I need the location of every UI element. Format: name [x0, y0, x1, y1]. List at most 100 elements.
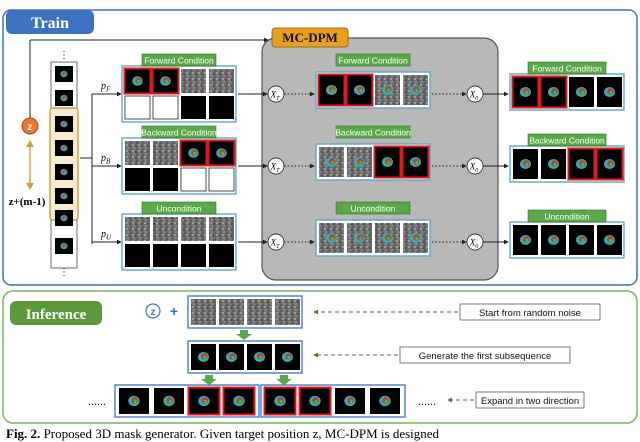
output-frame-3-3	[569, 225, 594, 255]
mask-inner	[203, 355, 207, 360]
node-label: X0	[469, 162, 479, 175]
caption-text: Proposed 3D mask generator. Given target…	[43, 426, 440, 441]
inf-noise-frame-3	[247, 299, 272, 325]
input-label-1: Forward Condition	[144, 56, 214, 66]
output-frame-1-2	[539, 75, 568, 109]
mask-inner	[63, 123, 66, 126]
output-frame-2-3	[567, 147, 596, 181]
inf-step-label-2: Generate the first subsequence	[419, 351, 552, 362]
mask-inner	[553, 238, 557, 243]
range-arrow-head-down	[26, 183, 34, 190]
inf-noise-frame-1	[191, 299, 216, 325]
output-label-3-bg	[527, 209, 607, 223]
strip-slice-4	[55, 140, 73, 156]
mask-inner	[331, 236, 335, 241]
range-arrow-head-up	[26, 140, 34, 147]
input-frame-3-3	[181, 217, 206, 241]
zm-label: z+(m-1)	[9, 196, 46, 208]
mcdpm-header	[271, 27, 349, 48]
strip-slice-6	[55, 188, 73, 204]
inf-plus: +	[170, 303, 178, 319]
inf-z-label: z	[151, 307, 156, 318]
train-title: Train	[31, 15, 69, 32]
mask-inner	[581, 238, 585, 243]
mask-inner	[525, 162, 529, 167]
mask-inner	[63, 171, 66, 174]
mask-inner	[609, 90, 613, 95]
input-mask-3-4	[209, 244, 234, 267]
output-frame-1-3	[569, 77, 594, 107]
mask-inner	[609, 238, 613, 243]
inf-step-label-3: Expand in two direction	[481, 396, 579, 407]
inf-step-box-1	[459, 303, 601, 321]
mask-inner	[63, 73, 66, 76]
strip-slice-8	[55, 238, 73, 254]
inf-down-arrow-3	[276, 375, 292, 385]
mask-inner	[287, 355, 291, 360]
mask-inner	[63, 217, 66, 220]
mask-inner	[133, 399, 137, 404]
mid-frame-2-3	[373, 145, 402, 179]
mask-inner	[193, 151, 197, 156]
mid-frame-1-4	[403, 75, 428, 105]
input-mask-2-1	[125, 168, 150, 191]
mask-inner	[331, 88, 335, 93]
input-mask-2-2	[153, 168, 178, 191]
mask-inner	[359, 88, 363, 93]
mask-inner	[581, 162, 585, 167]
input-mask-1-4	[209, 96, 234, 119]
inference-title: Inference	[26, 307, 87, 323]
mask-inner	[259, 355, 263, 360]
strip-slice-1	[55, 66, 73, 82]
mid-label-1: Forward Condition	[338, 56, 408, 66]
input-label-1-bg	[141, 53, 217, 67]
inf-expand-right-frame-1	[263, 386, 297, 416]
inf-expand-right-frame-3	[335, 388, 365, 414]
output-label-1-bg	[527, 61, 607, 75]
mask-inner	[359, 236, 363, 241]
output-frame-2-2	[541, 149, 566, 179]
inf-expand-left-frame-3	[187, 386, 221, 416]
mid-label-2: Backward Condition	[335, 128, 411, 138]
inf-first-frame-3	[247, 344, 272, 370]
mask-inner	[349, 399, 353, 404]
input-label-3-bg	[141, 201, 217, 215]
output-frame-3-4	[597, 225, 622, 255]
mask-inner	[387, 88, 391, 93]
input-frame-1-2	[151, 67, 180, 95]
strip-slice-2	[55, 90, 73, 106]
output-frame-2-1	[513, 149, 538, 179]
input-label-2: Backward Condition	[141, 128, 217, 138]
inference-panel	[2, 290, 638, 424]
x0-node-1: X0	[466, 85, 484, 103]
mask-inner	[359, 160, 363, 165]
mask-inner	[165, 79, 169, 84]
inf-noise-frame-4	[275, 299, 300, 325]
output-frame-3-1	[513, 225, 538, 255]
mask-inner	[279, 399, 283, 404]
inf-first-frame-4	[275, 344, 300, 370]
output-frame-3-2	[541, 225, 566, 255]
mask-inner	[415, 88, 419, 93]
input-frame-1-1	[123, 67, 152, 95]
mid-frame-3-3	[375, 223, 400, 253]
input-frame-2-2	[153, 141, 178, 165]
mask-inner	[231, 355, 235, 360]
mask-inner	[384, 399, 388, 404]
output-label-2: Backward Condition	[529, 136, 605, 146]
inf-step-box-2	[399, 346, 571, 364]
mask-inner	[314, 399, 318, 404]
mcdpm-title: MC-DPM	[282, 30, 338, 45]
node-label: XT	[270, 238, 281, 251]
mid-label-3: Uncondition	[351, 204, 396, 214]
mask-inner	[63, 147, 66, 150]
output-frame-2-4	[595, 147, 624, 181]
input-frame-1-3	[181, 69, 206, 93]
mid-frame-2-2	[347, 147, 372, 177]
mid-frame-1-3	[375, 75, 400, 105]
inf-expand-left-frame-4	[222, 386, 256, 416]
mask-inner	[137, 79, 141, 84]
p-label-2: pB	[100, 153, 111, 166]
strip-slice-3	[55, 116, 73, 132]
input-mask-3-1	[125, 244, 150, 267]
